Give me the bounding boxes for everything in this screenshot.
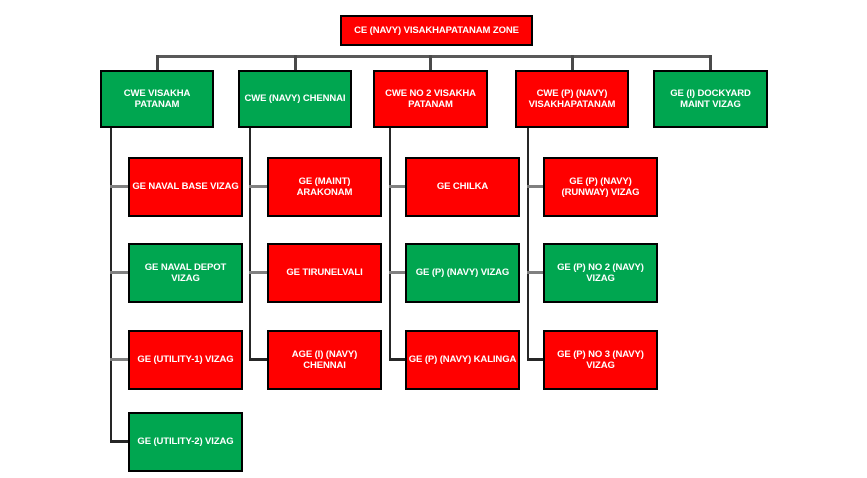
node-cwe-p-navy-visakhapatanam: CWE (P) (NAVY) VISAKHAPATANAM (515, 70, 629, 128)
node-ge-maint-arakonam: GE (MAINT) ARAKONAM (267, 157, 382, 217)
connector-stub (249, 185, 267, 188)
connector-top-horizontal (156, 55, 712, 58)
connector-column-vertical (389, 128, 391, 361)
connector-drop (156, 55, 159, 71)
node-ge-p-no3-navy-vizag: GE (P) NO 3 (NAVY) VIZAG (543, 330, 658, 390)
node-age-i-navy-chennai: AGE (I) (NAVY) CHENNAI (267, 330, 382, 390)
connector-column-vertical (249, 128, 251, 361)
node-ge-p-navy-vizag: GE (P) (NAVY) VIZAG (405, 243, 520, 303)
node-cwe-visakha-patanam: CWE VISAKHA PATANAM (100, 70, 214, 128)
node-ge-naval-depot-vizag: GE NAVAL DEPOT VIZAG (128, 243, 243, 303)
node-ge-p-no2-navy-vizag: GE (P) NO 2 (NAVY) VIZAG (543, 243, 658, 303)
connector-stub (110, 358, 128, 361)
connector-drop (294, 55, 297, 71)
connector-stub (249, 358, 267, 361)
connector-column-vertical (110, 128, 112, 443)
connector-stub (110, 440, 128, 443)
node-ge-p-navy-kalinga: GE (P) (NAVY) KALINGA (405, 330, 520, 390)
node-cwe-navy-chennai: CWE (NAVY) CHENNAI (238, 70, 352, 128)
node-ge-chilka: GE CHILKA (405, 157, 520, 217)
node-ge-naval-base-vizag: GE NAVAL BASE VIZAG (128, 157, 243, 217)
connector-stub (527, 185, 543, 188)
node-ge-utility-2-vizag: GE (UTILITY-2) VIZAG (128, 412, 243, 472)
connector-drop (429, 55, 432, 71)
connector-stub (110, 271, 128, 274)
connector-stub (527, 358, 543, 361)
node-cwe-no2-visakha-patanam: CWE NO 2 VISAKHA PATANAM (373, 70, 488, 128)
connector-stub (110, 185, 128, 188)
node-ge-p-navy-runway-vizag: GE (P) (NAVY) (RUNWAY) VIZAG (543, 157, 658, 217)
node-ge-utility-1-vizag: GE (UTILITY-1) VIZAG (128, 330, 243, 390)
connector-drop (571, 55, 574, 71)
connector-stub (527, 271, 543, 274)
connector-stub (389, 271, 405, 274)
connector-column-vertical (527, 128, 529, 361)
node-ge-i-dockyard-maint-vizag: GE (I) DOCKYARD MAINT VIZAG (653, 70, 768, 128)
connector-stub (249, 271, 267, 274)
connector-drop (709, 55, 712, 71)
node-ce-navy-visakhapatanam-zone: CE (NAVY) VISAKHAPATANAM ZONE (340, 15, 533, 46)
connector-stub (389, 185, 405, 188)
connector-stub (389, 358, 405, 361)
node-ge-tirunelvali: GE TIRUNELVALI (267, 243, 382, 303)
